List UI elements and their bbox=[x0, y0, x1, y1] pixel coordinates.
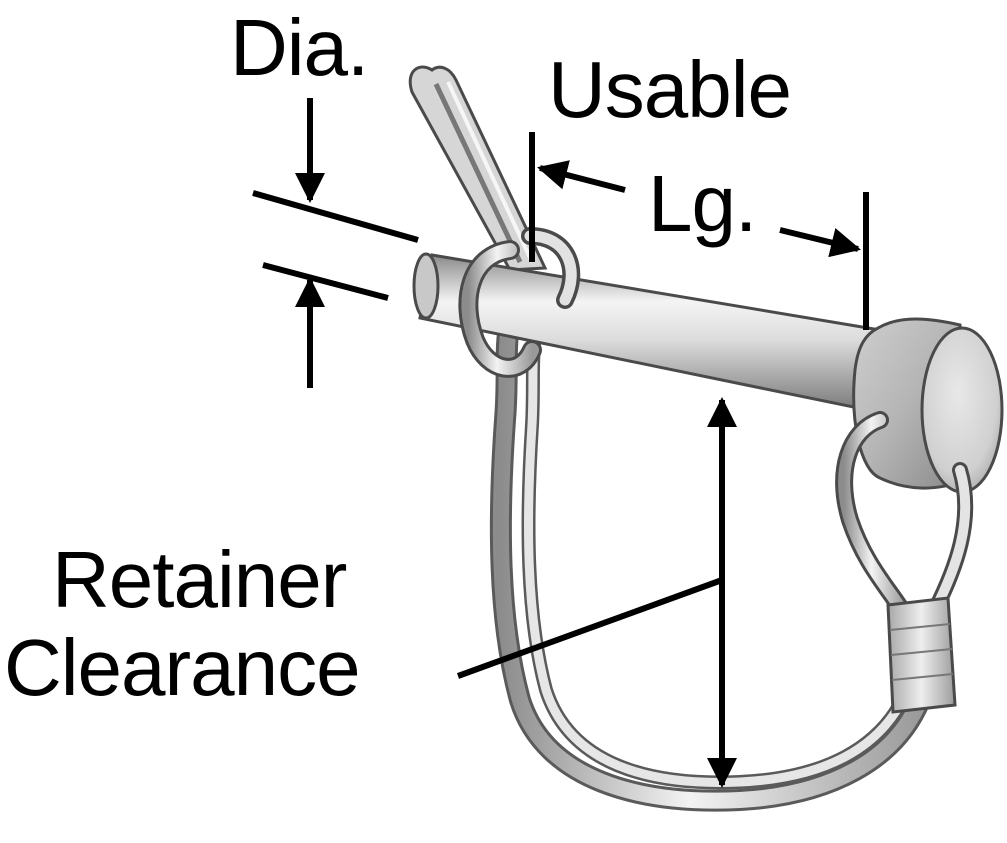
dimension-arrow bbox=[537, 160, 626, 193]
usable-label: Usable bbox=[548, 45, 792, 134]
dimension-arrow bbox=[779, 227, 861, 258]
retainer-label: Retainer bbox=[52, 535, 347, 624]
pin-shaft bbox=[412, 252, 882, 412]
wire-wrap bbox=[458, 227, 581, 378]
eyelet-wire bbox=[835, 411, 974, 624]
crimp-sleeve bbox=[886, 596, 957, 714]
clearance-label: Clearance bbox=[4, 623, 361, 712]
usable-length-dimension bbox=[529, 132, 869, 330]
retainer-clearance-dimension bbox=[456, 397, 737, 788]
wire-loop-back bbox=[489, 289, 931, 812]
dia-dimension bbox=[252, 98, 419, 388]
pull-tab bbox=[408, 65, 548, 272]
pin-head bbox=[852, 317, 1004, 494]
length-label: Lg. bbox=[648, 159, 757, 248]
dia-label: Dia. bbox=[230, 3, 369, 92]
